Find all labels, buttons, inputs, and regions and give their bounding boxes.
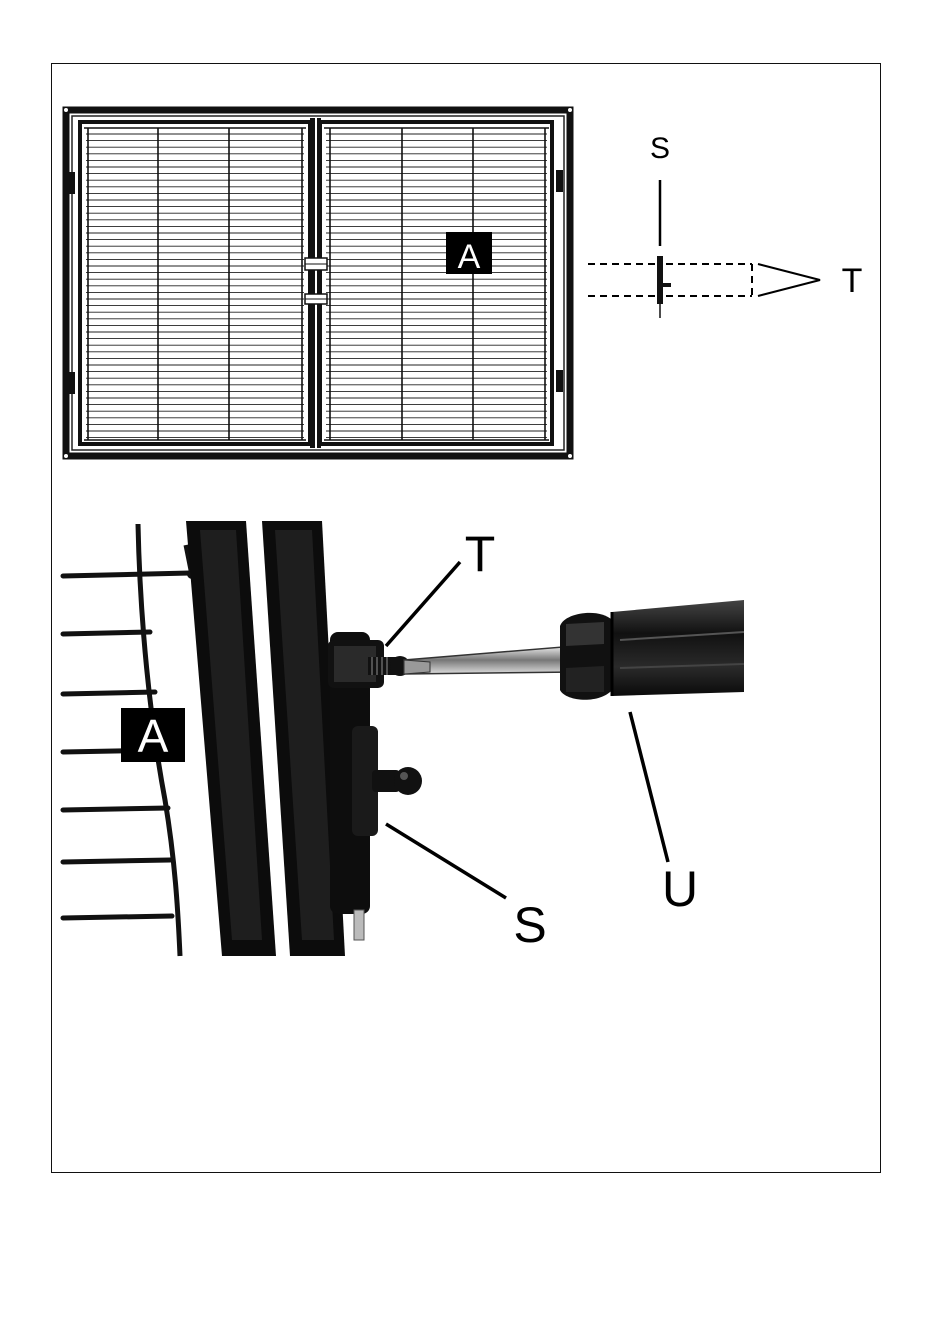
lock-side-detail: S T [588,132,862,318]
pointer-to-t [758,264,820,296]
part-label-gate-detail: A [138,710,169,762]
label-screws-t: T [842,262,863,300]
latch-knob [394,767,422,795]
dashed-screw-lines [588,264,752,296]
label-lock-s-detail: S [513,897,546,953]
mesh-right [326,134,547,438]
screwdriver-handle [560,600,744,700]
gate-overview: A [64,108,573,459]
leader-line-u [630,712,668,862]
lock-detail-photo: A T S U [63,521,744,956]
leader-line-t [386,562,460,646]
label-screwdriver-u: U [662,861,698,917]
gate-right-wing [320,122,552,444]
mesh-left [86,134,304,438]
label-screw-t: T [465,526,496,582]
hinges [68,170,563,394]
label-lock-s: S [650,132,670,165]
lock-profile [657,256,663,304]
leader-line-s-detail [386,824,506,898]
gate-left-wing [80,122,310,444]
part-label-gate: A [458,238,481,276]
